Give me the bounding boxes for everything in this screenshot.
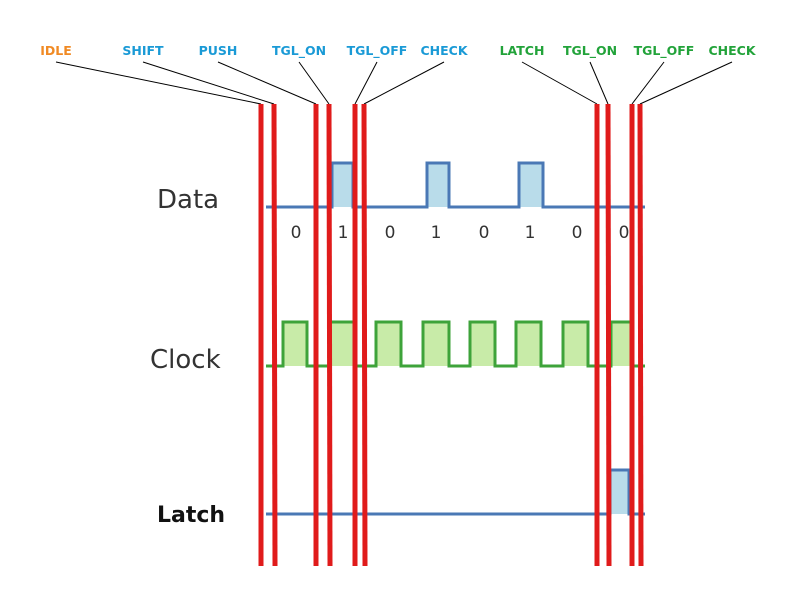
clock-pulse-5 <box>470 322 495 366</box>
data-pulse-3 <box>519 163 543 207</box>
state-label-1: IDLE <box>40 43 72 58</box>
state-label-8: TGL_ON <box>563 43 617 59</box>
state-markers <box>258 103 644 567</box>
leader-line-9 <box>631 61 665 105</box>
data-waveform <box>266 161 645 209</box>
leader-line-2 <box>142 61 275 105</box>
state-label-4: TGL_ON <box>272 43 326 59</box>
state-marker-10 <box>637 103 644 567</box>
latch-signal-label: Latch <box>157 503 225 528</box>
clock-pulse-3 <box>376 322 401 366</box>
leader-line-4 <box>298 61 330 105</box>
clock-pulse-1 <box>283 322 307 366</box>
state-leader-lines <box>55 61 733 105</box>
data-bit-8: 0 <box>619 223 630 243</box>
leader-line-10 <box>639 61 733 105</box>
data-bit-labels: 0 1 0 1 0 1 0 0 <box>291 223 630 243</box>
data-line <box>266 161 645 209</box>
data-pulse-1 <box>332 163 353 207</box>
state-label-7: LATCH <box>500 43 545 58</box>
data-bit-4: 1 <box>431 223 442 243</box>
clock-pulse-8 <box>611 322 633 366</box>
latch-pulse <box>610 470 629 514</box>
clock-pulse-4 <box>423 322 449 366</box>
leader-line-7 <box>521 61 598 105</box>
clock-signal-label: Clock <box>150 345 221 375</box>
data-bit-1: 0 <box>291 223 302 243</box>
data-pulse-2 <box>427 163 449 207</box>
data-signal-label: Data <box>157 185 219 215</box>
clock-pulse-7 <box>563 322 588 366</box>
data-bit-2: 1 <box>338 223 349 243</box>
data-bit-3: 0 <box>385 223 396 243</box>
state-marker-6 <box>361 103 368 567</box>
state-label-10: CHECK <box>708 43 756 58</box>
data-bit-7: 0 <box>572 223 583 243</box>
state-label-3: PUSH <box>199 43 238 58</box>
latch-line <box>266 468 645 516</box>
latch-waveform <box>266 468 645 516</box>
state-label-5: TGL_OFF <box>347 43 408 59</box>
clock-waveform <box>266 320 645 368</box>
clock-line <box>266 320 645 368</box>
state-marker-2 <box>271 103 278 567</box>
state-label-9: TGL_OFF <box>634 43 695 59</box>
leader-line-8 <box>589 61 609 105</box>
state-labels: IDLE SHIFT PUSH TGL_ON TGL_OFF CHECK LATCH TGL_… <box>40 43 757 59</box>
state-marker-4 <box>326 103 333 567</box>
state-label-2: SHIFT <box>122 43 164 58</box>
leader-line-3 <box>217 61 317 105</box>
clock-pulse-2 <box>330 322 355 366</box>
data-bit-5: 0 <box>479 223 490 243</box>
clock-pulse-6 <box>516 322 541 366</box>
state-marker-8 <box>605 103 612 567</box>
leader-line-1 <box>55 61 262 105</box>
data-bit-6: 1 <box>525 223 536 243</box>
leader-line-6 <box>363 61 445 105</box>
state-label-6: CHECK <box>420 43 468 58</box>
leader-line-5 <box>354 61 378 105</box>
